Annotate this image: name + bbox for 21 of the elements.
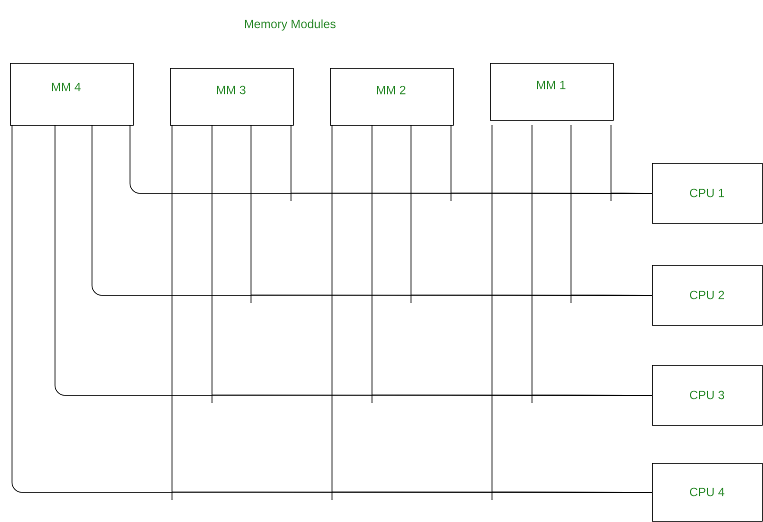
module-label: MM 1	[537, 80, 566, 90]
cpu-box	[652, 163, 763, 224]
module-label: MM 3	[217, 86, 246, 94]
cpu-label: CPU 4	[690, 488, 724, 496]
cpu-label: CPU 1	[690, 188, 724, 198]
cpu-box	[652, 365, 763, 426]
module-label: MM 2	[377, 86, 406, 94]
cpu-label: CPU 2	[690, 290, 724, 300]
memory-module-box	[490, 63, 614, 121]
heading: Memory Modules	[244, 19, 336, 31]
connector-line	[570, 124, 652, 304]
memory-module-box	[170, 68, 294, 126]
connector-line	[492, 124, 652, 500]
module-label: MM 4	[52, 82, 81, 92]
memory-module-box	[330, 68, 454, 126]
connector-line	[610, 124, 652, 202]
memory-module-box	[10, 63, 134, 126]
connector-line	[532, 124, 652, 404]
cpu-label: CPU 3	[690, 390, 724, 400]
cpu-box	[652, 265, 763, 326]
cpu-box	[652, 463, 763, 522]
